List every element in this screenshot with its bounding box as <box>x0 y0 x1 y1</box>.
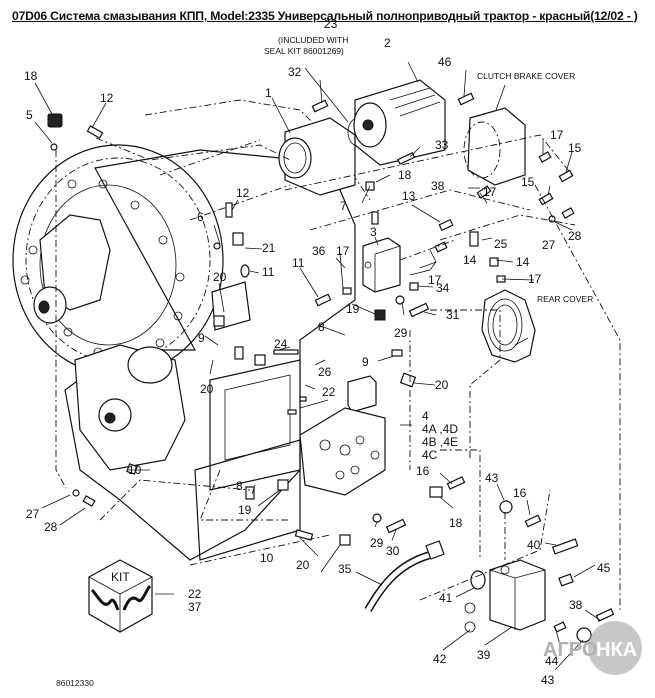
callout: 36 <box>312 244 326 258</box>
callout: 20 <box>200 382 214 396</box>
callout: 24 <box>274 337 288 351</box>
callout: 9 <box>198 331 205 345</box>
callout: 46 <box>438 55 452 69</box>
callout: 32 <box>288 65 302 79</box>
seal-kit-icon: KIT <box>88 559 153 633</box>
seal-kit-note-line1: (INCLUDED WITH <box>278 35 348 45</box>
leader-lines <box>34 61 601 671</box>
callout-numbers: 18 5 12 32 1 2 46 17 15 33 18 38 17 15 7… <box>24 36 611 687</box>
callout: 20 <box>296 558 310 572</box>
callout: 39 <box>477 648 491 662</box>
manifold-block-39 <box>464 559 546 633</box>
callout: 6 <box>197 210 204 224</box>
hose-35 <box>364 540 445 613</box>
callout: 45 <box>597 561 611 575</box>
valve-ref-4c: 4C <box>422 448 438 462</box>
callout: 7 <box>340 199 347 213</box>
callout: 28 <box>568 229 582 243</box>
callout: 38 <box>569 598 583 612</box>
figure-number: 86012330 <box>56 678 94 688</box>
diagram-title: 07D06 Система смазывания КПП, Model:2335… <box>12 9 638 23</box>
callout: 15 <box>568 141 582 155</box>
callout: 43 <box>485 471 499 485</box>
callout: 2 <box>384 36 391 50</box>
circuit-lines <box>55 134 621 610</box>
callout: 19 <box>346 302 360 316</box>
callout: 12 <box>236 186 250 200</box>
valve-ref-4a-4d: 4A ,4D <box>422 422 458 436</box>
callout: 1 <box>265 86 272 100</box>
callout: 41 <box>439 591 453 605</box>
pump-assembly <box>278 79 446 196</box>
callout: 17 <box>550 128 564 142</box>
valve-ref-4b-4e: 4B ,4E <box>422 435 458 449</box>
callout: 12 <box>100 91 114 105</box>
callout: 25 <box>494 237 508 251</box>
callout: 17 <box>336 244 350 258</box>
callout: 16 <box>513 486 527 500</box>
callout: 29 <box>370 536 384 550</box>
callout: 20 <box>435 378 449 392</box>
callout: 38 <box>431 179 445 193</box>
rear-cover <box>481 289 536 363</box>
fittings <box>47 92 615 643</box>
seal-kit-note-line2: SEAL KIT 86001269) <box>264 46 344 56</box>
clutch-brake-cover-label: CLUTCH BRAKE COVER <box>477 71 575 81</box>
callout: 21 <box>262 241 276 255</box>
callout: 19 <box>238 503 252 517</box>
callout: 5 <box>26 108 33 122</box>
callout-seal-kit-ref: 23 <box>324 17 338 31</box>
kit-label: KIT <box>111 570 130 584</box>
valve-block-3 <box>362 237 401 293</box>
rear-cover-label: REAR COVER <box>537 294 593 304</box>
callout: 29 <box>394 326 408 340</box>
callout: 10 <box>260 551 274 565</box>
valve-ref-4: 4 <box>422 409 429 423</box>
callout: 11 <box>262 265 275 279</box>
callout: 43 <box>541 673 555 687</box>
callout: 27 <box>26 507 40 521</box>
callout: 17 <box>528 272 542 286</box>
callout: 18 <box>398 168 412 182</box>
callout: 22 <box>322 385 336 399</box>
callout: 42 <box>433 652 447 666</box>
callout: 33 <box>435 138 449 152</box>
watermark-text-right: НКА <box>596 639 637 661</box>
callout: 8 <box>318 320 325 334</box>
callout: 27 <box>542 238 556 252</box>
callout: 20 <box>213 270 227 284</box>
callout: 40 <box>527 538 541 552</box>
callout: 11 <box>292 256 305 270</box>
callout: 28 <box>44 520 58 534</box>
callout: 15 <box>521 175 535 189</box>
callout: 34 <box>436 281 450 295</box>
watermark-logo: АГРО НКА <box>543 621 642 675</box>
callout: 9 <box>362 355 369 369</box>
callout: 17 <box>428 273 442 287</box>
callout: 14 <box>516 255 530 269</box>
callout: 31 <box>446 308 460 322</box>
callout: 10 <box>128 463 142 477</box>
callout: 17 <box>483 185 497 199</box>
callout: 13 <box>402 189 416 203</box>
control-valve-4 <box>299 375 386 496</box>
clutch-brake-cover <box>463 107 526 186</box>
kit-ref-37: 37 <box>188 600 202 614</box>
callout: 3 <box>370 225 377 239</box>
callout: 8 <box>236 479 243 493</box>
kit-ref-22: 22 <box>188 587 202 601</box>
callout: 26 <box>318 365 332 379</box>
callout: 30 <box>386 544 400 558</box>
callout: 18 <box>449 516 463 530</box>
callout: 14 <box>463 253 477 267</box>
callout: 35 <box>338 562 352 576</box>
callout: 16 <box>416 464 430 478</box>
watermark-text-left: АГРО <box>543 639 597 661</box>
callout: 44 <box>545 654 559 668</box>
transmission-housing <box>12 99 371 561</box>
callout: 18 <box>24 69 38 83</box>
